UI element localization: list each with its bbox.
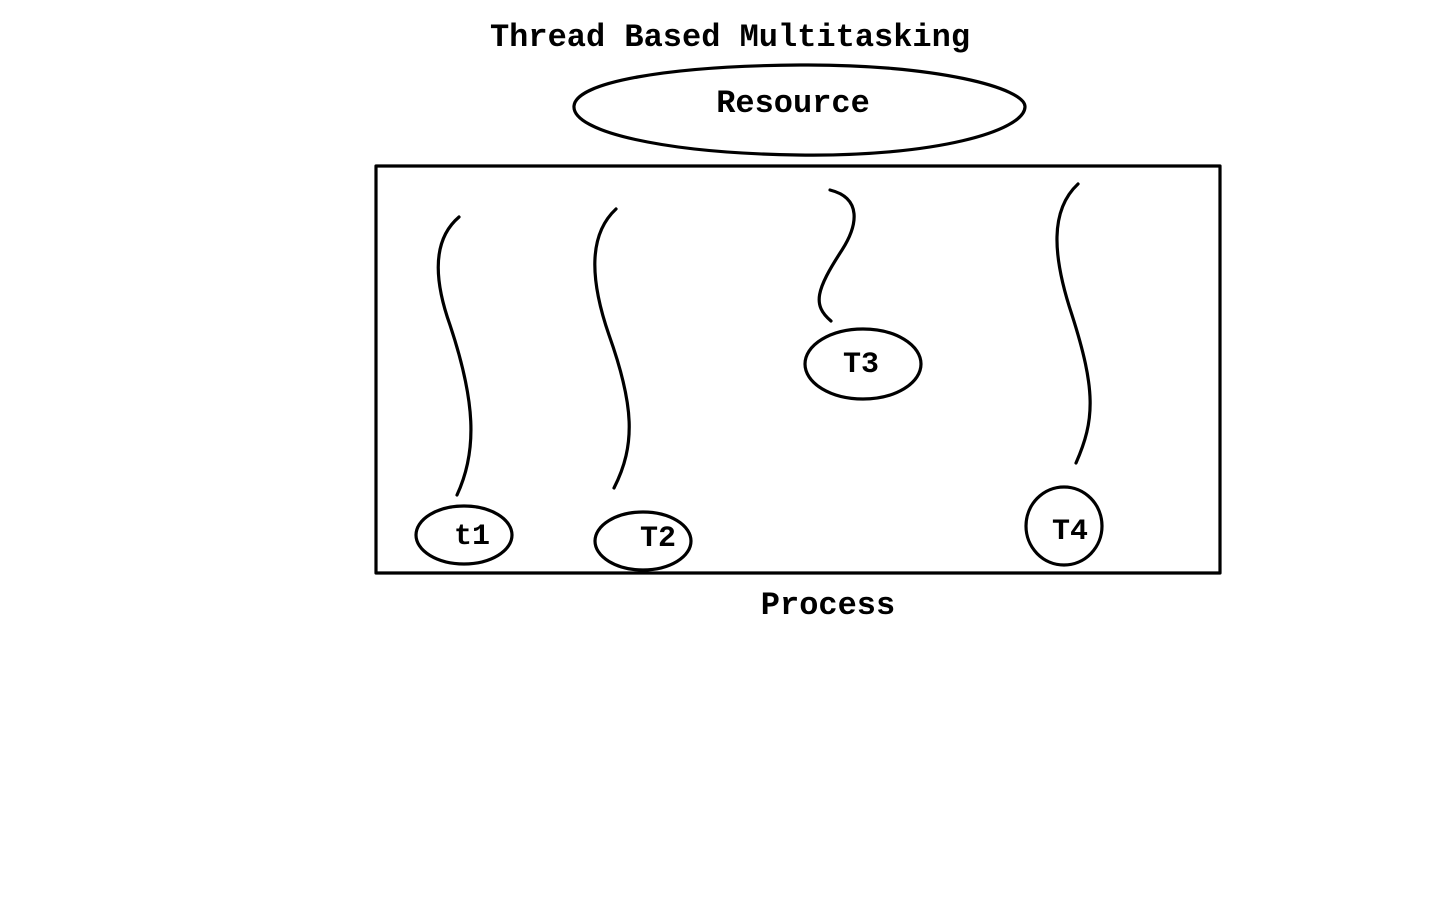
thread-t1-line <box>436 215 473 497</box>
thread-t3: T3 <box>803 188 923 401</box>
thread-t3-ellipse <box>803 327 923 401</box>
thread-t2: T2 <box>593 207 693 572</box>
thread-t2-ellipse <box>593 510 693 572</box>
process-node: Process <box>374 164 1222 624</box>
thread-t2-line <box>593 207 631 490</box>
thread-t4-line <box>1055 182 1092 465</box>
process-label: Process <box>761 587 895 624</box>
thread-t4: T4 <box>1024 182 1104 567</box>
thread-t4-ellipse <box>1024 485 1104 567</box>
process-box <box>374 164 1222 575</box>
thread-t3-label: T3 <box>843 348 879 382</box>
resource-ellipse <box>572 63 1027 157</box>
diagram-title: Thread Based Multitasking <box>490 19 970 56</box>
thread-t3-line <box>817 188 856 323</box>
thread-t1-ellipse <box>414 504 514 566</box>
thread-t2-label: T2 <box>640 522 676 556</box>
thread-t4-label: T4 <box>1052 515 1088 549</box>
resource-node: Resource <box>572 63 1027 157</box>
thread-t1-label: t1 <box>454 520 490 554</box>
resource-label: Resource <box>716 85 870 122</box>
thread-t1: t1 <box>414 215 514 566</box>
